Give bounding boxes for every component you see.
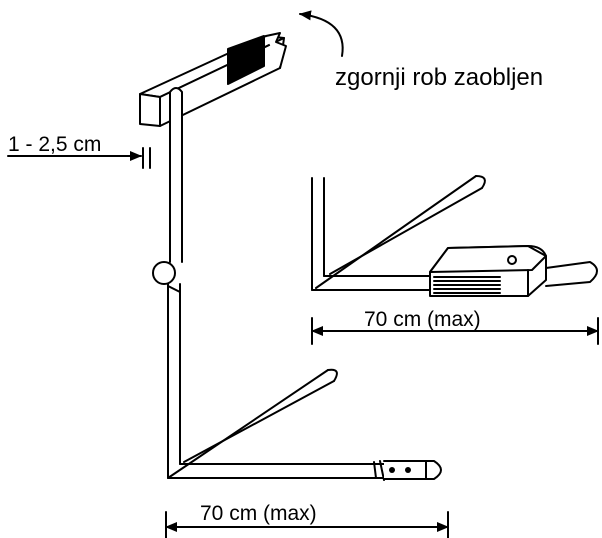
inset-width-label: 70 cm (max) — [364, 308, 481, 331]
main-width-label: 70 cm (max) — [200, 502, 317, 525]
top-crossbar — [139, 32, 287, 127]
upper-post — [169, 87, 183, 263]
inset-detail — [311, 175, 598, 297]
top-edge-note: zgornji rob zaobljen — [335, 64, 543, 91]
gap-dimension-label: 1 - 2,5 cm — [8, 133, 101, 156]
gap-dimension — [7, 147, 151, 169]
diagonal-brace — [167, 368, 338, 479]
curved-arrow — [299, 10, 344, 57]
joint-knob — [152, 261, 176, 285]
main-stand — [139, 32, 442, 481]
lower-post — [167, 283, 181, 479]
base-rod — [167, 460, 442, 481]
dark-band — [227, 35, 265, 85]
clamp-device — [429, 245, 547, 297]
